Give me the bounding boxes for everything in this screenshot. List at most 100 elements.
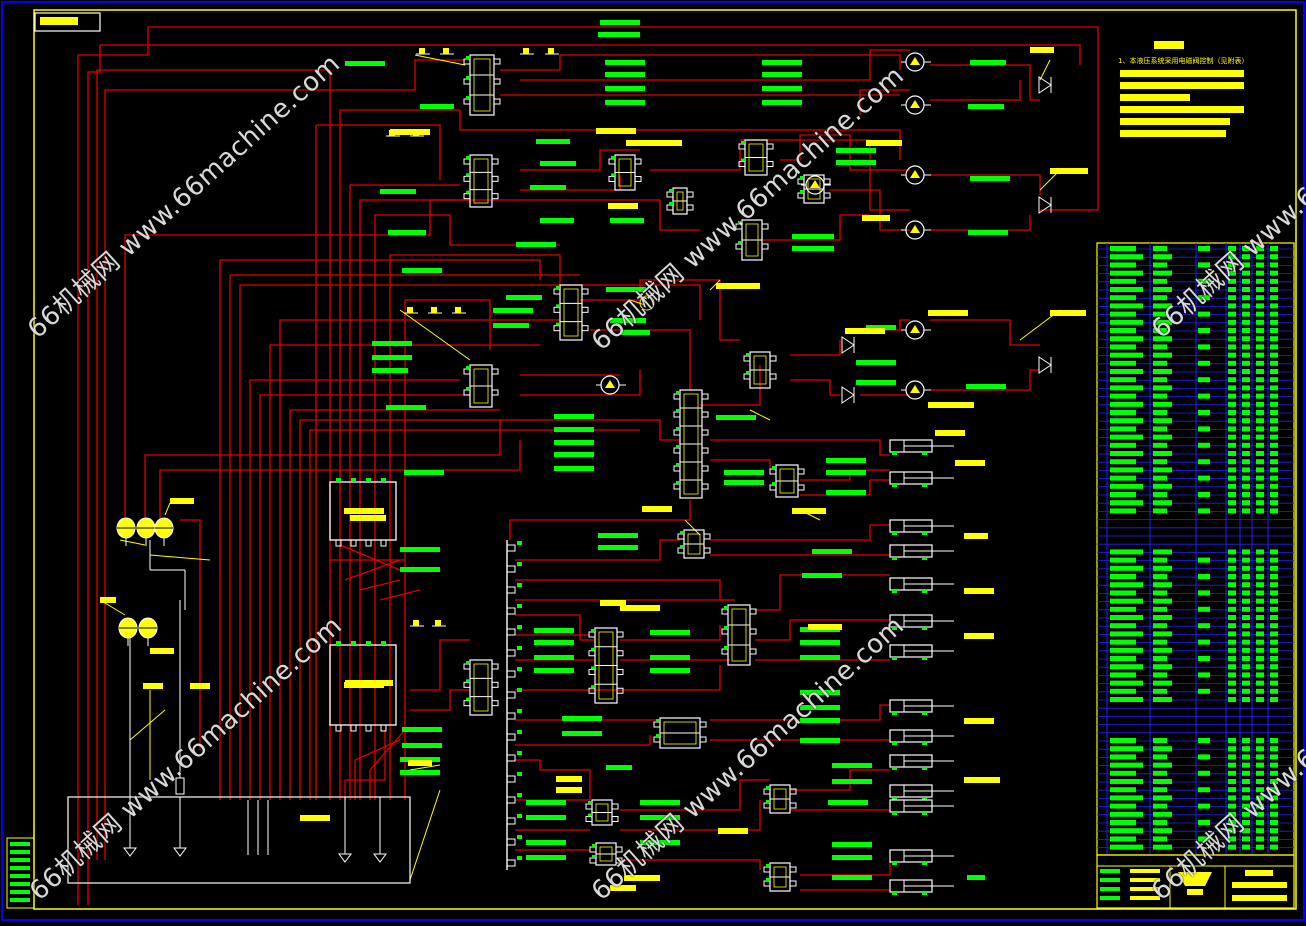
pipe [77, 26, 1099, 905]
callout [100, 597, 116, 603]
table-cell [1153, 820, 1167, 825]
table-cell [1256, 483, 1264, 489]
table-cell [1153, 336, 1172, 342]
accumulator [154, 517, 174, 546]
table-cell [1153, 606, 1167, 612]
table-cell [1110, 401, 1143, 407]
table-cell [1228, 697, 1236, 702]
pipe [410, 689, 470, 711]
port-mark [517, 646, 522, 650]
table-cell [1110, 844, 1143, 850]
label [536, 139, 570, 144]
manifold-port [506, 733, 516, 741]
table-cell [1228, 262, 1236, 268]
table-cell [1270, 385, 1278, 391]
pipe [299, 419, 680, 800]
label [828, 800, 868, 805]
pipe [354, 739, 401, 800]
table-cell [1256, 369, 1264, 374]
table-cell [1228, 344, 1236, 350]
table-cell [1242, 746, 1250, 752]
cylinder [889, 699, 954, 715]
leader [399, 309, 471, 361]
table-cell [1228, 582, 1236, 588]
callout [390, 129, 430, 135]
table-cell [1270, 475, 1278, 481]
table-cell [1270, 401, 1278, 407]
strip-cell [10, 866, 30, 870]
callout [964, 588, 994, 594]
table-cell [1242, 467, 1250, 473]
table-cell [1256, 434, 1264, 440]
table-cell [1228, 631, 1236, 637]
table-cell [1110, 557, 1136, 563]
table-cell [1153, 287, 1172, 292]
table-cell [1242, 631, 1250, 637]
table-cell [1110, 500, 1143, 506]
table-cell [1256, 647, 1264, 653]
table-cell [1256, 319, 1264, 325]
table-cell [1270, 500, 1278, 506]
table-cell [1242, 483, 1250, 489]
table-cell [1270, 295, 1278, 301]
manifold-port [506, 817, 516, 825]
table-cell [1242, 336, 1250, 342]
table-cell [1153, 697, 1172, 702]
label [836, 148, 876, 153]
table-cell [1228, 426, 1236, 432]
table-cell [1153, 270, 1172, 276]
table-cell [1270, 762, 1278, 768]
reservoir-frame [67, 796, 411, 884]
table-cell [1110, 828, 1143, 834]
notes-bar-3 [1120, 82, 1244, 89]
table-cell [1110, 344, 1136, 350]
label [762, 60, 802, 65]
pipe [520, 149, 640, 171]
valve-block [738, 139, 774, 176]
callout [964, 533, 988, 539]
table-cell [1228, 664, 1236, 670]
table-cell [1228, 270, 1236, 276]
valve-block [608, 154, 642, 191]
table-cell [1153, 787, 1167, 793]
table-cell [1198, 787, 1210, 793]
table-cell [1242, 500, 1250, 506]
table-cell [1153, 459, 1167, 465]
label [800, 705, 840, 710]
table-cell [1153, 393, 1167, 399]
table-cell [1242, 311, 1250, 317]
label [526, 815, 566, 820]
table-cell [1110, 270, 1143, 276]
table-cell [1256, 467, 1264, 473]
table-cell [1270, 336, 1278, 342]
leader [119, 539, 146, 546]
table-cell [1270, 631, 1278, 637]
table-cell [1153, 639, 1167, 645]
table-cell [1242, 418, 1250, 424]
callout [150, 648, 174, 654]
label [404, 470, 444, 475]
motor [901, 165, 931, 185]
label [516, 242, 556, 247]
pipe [359, 199, 700, 800]
table-cell [1110, 459, 1136, 465]
pipe [229, 274, 580, 800]
label [966, 384, 1006, 389]
pipe [520, 370, 641, 396]
table-cell [1270, 426, 1278, 432]
table-cell [1198, 639, 1210, 645]
pipe [316, 124, 441, 180]
table-cell [1270, 549, 1278, 555]
table-cell [1256, 344, 1264, 350]
strip-cell [10, 898, 30, 902]
table-cell [1242, 820, 1250, 825]
table-cell [1270, 557, 1278, 563]
callout [862, 215, 890, 221]
pipe [755, 574, 890, 611]
table-cell [1153, 434, 1172, 440]
table-cell [1270, 787, 1278, 793]
table-cell [1228, 623, 1236, 629]
table-cell [1242, 811, 1250, 817]
pipe [180, 519, 201, 750]
label [620, 330, 650, 335]
